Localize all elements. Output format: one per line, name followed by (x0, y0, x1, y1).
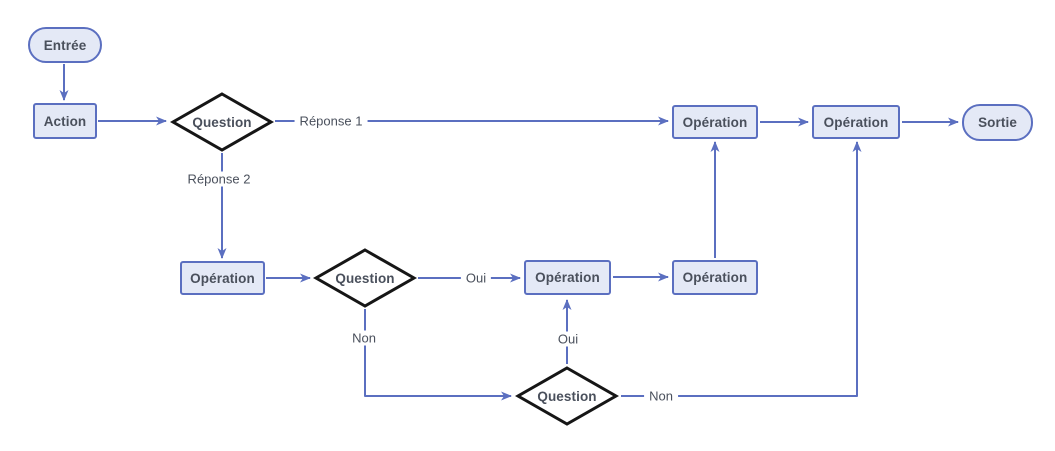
diamond-shape (170, 92, 274, 152)
node-operation-d: Opération (672, 105, 758, 139)
node-operation-c: Opération (672, 260, 758, 295)
node-question-2-label: Question (335, 270, 395, 286)
node-operation-d-label: Opération (682, 114, 748, 130)
edge-question3-operation-e (621, 141, 862, 397)
node-entree-label: Entrée (43, 37, 87, 53)
edge-label-oui-question-2: Oui (460, 270, 492, 286)
node-action: Action (33, 103, 97, 139)
node-question-2: Question (313, 248, 417, 308)
node-operation-b-label: Opération (535, 270, 600, 285)
edge-label-non-question-2: Non (347, 330, 381, 346)
node-action-label: Action (43, 113, 87, 129)
node-operation-e-label: Opération (823, 114, 889, 130)
diamond-shape (515, 366, 619, 426)
edge-question2-question3 (364, 309, 512, 401)
node-operation-b: Opération (524, 260, 611, 295)
node-operation-c-label: Opération (682, 270, 748, 285)
edge-label-reponse-2: Réponse 2 (182, 171, 256, 187)
node-operation-a-label: Opération (190, 270, 255, 286)
node-question-1: Question (170, 92, 274, 152)
node-sortie: Sortie (962, 104, 1033, 141)
node-operation-a: Opération (180, 261, 265, 295)
edge-label-reponse-1: Réponse 1 (294, 113, 368, 129)
node-operation-e: Opération (812, 105, 900, 139)
node-question-1-label: Question (192, 114, 252, 130)
node-question-3-label: Question (537, 388, 597, 404)
diamond-shape (313, 248, 417, 308)
node-entree: Entrée (28, 27, 102, 63)
edge-label-non-question-3: Non (644, 388, 678, 404)
node-question-3: Question (515, 366, 619, 426)
node-sortie-label: Sortie (978, 115, 1017, 130)
edge-label-oui-question-3: Oui (552, 331, 584, 347)
